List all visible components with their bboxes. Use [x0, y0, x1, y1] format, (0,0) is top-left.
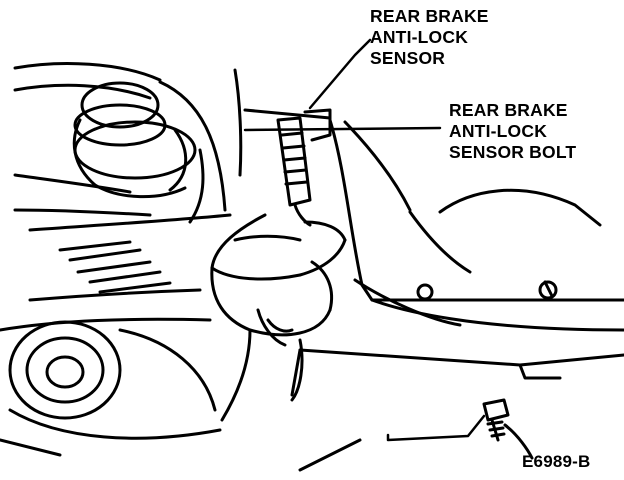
bolt-callout: REAR BRAKE ANTI-LOCK SENSOR BOLT [449, 100, 576, 163]
sensor-callout: REAR BRAKE ANTI-LOCK SENSOR [370, 6, 489, 69]
abs-sensor [276, 108, 332, 227]
figure-code: E6989-B [522, 452, 591, 471]
sensor-bolt [482, 398, 534, 460]
axle-housing [0, 68, 332, 332]
technician-hand [210, 213, 347, 422]
bolt-callout-line-1: REAR BRAKE [449, 100, 568, 120]
sensor-callout-line-2: ANTI-LOCK [370, 27, 469, 47]
bolt-leader-line [243, 126, 442, 132]
bolt-callout-line-3: SENSOR BOLT [449, 142, 577, 162]
shock-absorber-boot [13, 62, 227, 224]
leader-lines [243, 38, 486, 442]
sensor-callout-line-3: SENSOR [370, 48, 446, 68]
body-panel [290, 118, 624, 472]
bolt-callout-line-2: ANTI-LOCK [449, 121, 548, 141]
sensor-callout-line-1: REAR BRAKE [370, 6, 489, 26]
sensor-leader-line [308, 38, 372, 110]
brake-drum [0, 320, 222, 457]
bolt-bracket-line [386, 414, 486, 442]
